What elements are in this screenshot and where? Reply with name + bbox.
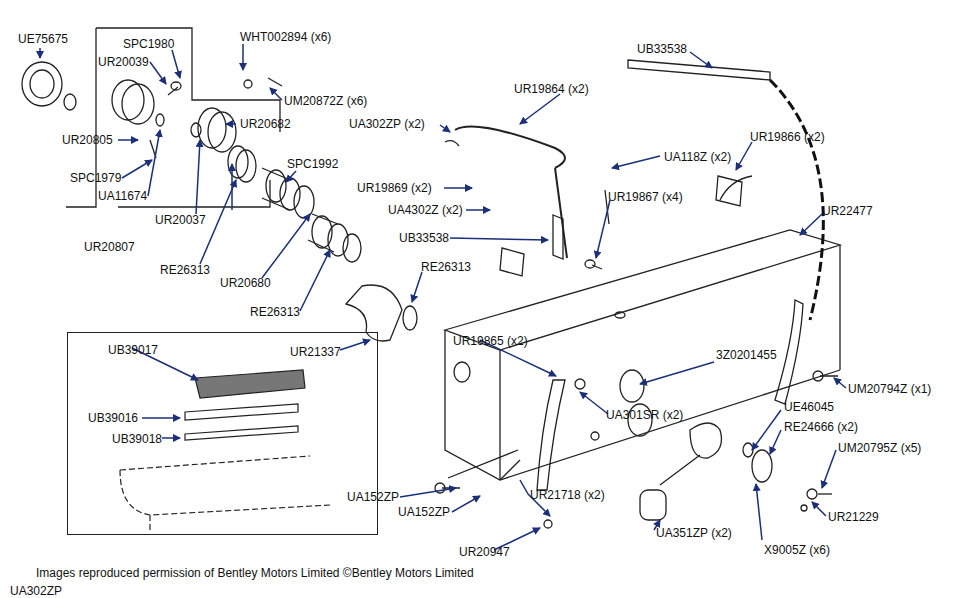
- part-number: UA302ZP (x2): [349, 117, 425, 131]
- part-number: UB33538: [399, 231, 449, 245]
- part-number: UR20037: [155, 213, 206, 227]
- part-number: UE46045: [784, 400, 834, 414]
- part-number: UR21337: [290, 345, 341, 359]
- part-number: UR20039: [98, 55, 149, 69]
- part-number: UA301SR (x2): [606, 408, 683, 422]
- part-number: RE26313: [160, 263, 210, 277]
- part-number: RE26313: [250, 305, 300, 319]
- part-number: UR19866 (x2): [750, 130, 825, 144]
- part-number: UA152ZP: [347, 490, 399, 504]
- part-number: X9005Z (x6): [764, 543, 830, 557]
- part-number: UR21718 (x2): [530, 488, 605, 502]
- part-number: UE75675: [18, 32, 68, 46]
- part-number: UA11674: [98, 189, 147, 203]
- part-number: UA152ZP: [398, 505, 450, 519]
- part-number: UB39017: [108, 343, 158, 357]
- part-number: UM20795Z (x5): [838, 441, 921, 455]
- part-number: SPC1979: [70, 171, 121, 185]
- part-number: UA302ZP: [10, 584, 62, 598]
- part-number: UA351ZP (x2): [656, 526, 732, 540]
- part-number: UR20947: [459, 545, 510, 559]
- part-number: RE24666 (x2): [784, 420, 858, 434]
- part-number: UA4302Z (x2): [388, 203, 463, 217]
- part-number: SPC1992: [287, 157, 338, 171]
- part-number: UR19865 (x2): [453, 334, 528, 348]
- part-number: 3Z0201455: [716, 348, 777, 362]
- part-number: UR21229: [828, 510, 879, 524]
- part-number: SPC1980: [123, 37, 174, 51]
- part-number: UR20807: [84, 240, 135, 254]
- part-number: UR22477: [822, 204, 873, 218]
- part-number: UR20680: [220, 276, 271, 290]
- part-number: UB39016: [88, 411, 138, 425]
- caption: Images reproduced permission of Bentley …: [36, 566, 474, 580]
- part-number: WHT002894 (x6): [240, 30, 331, 44]
- part-number: UA118Z (x2): [664, 150, 731, 164]
- part-number: UR20805: [62, 133, 113, 147]
- part-number: UM20794Z (x1): [848, 382, 931, 396]
- inset-box: UB39017UB39016UB39018: [67, 332, 378, 535]
- part-number: RE26313: [421, 260, 471, 274]
- part-number: UM20872Z (x6): [284, 94, 367, 108]
- part-number: UB33538: [637, 42, 687, 56]
- part-number: UB39018: [112, 432, 162, 446]
- part-number: UR19864 (x2): [514, 82, 589, 96]
- part-number: UR19867 (x4): [608, 190, 683, 204]
- part-number: UR19869 (x2): [357, 181, 432, 195]
- part-number: UR20682: [240, 117, 291, 131]
